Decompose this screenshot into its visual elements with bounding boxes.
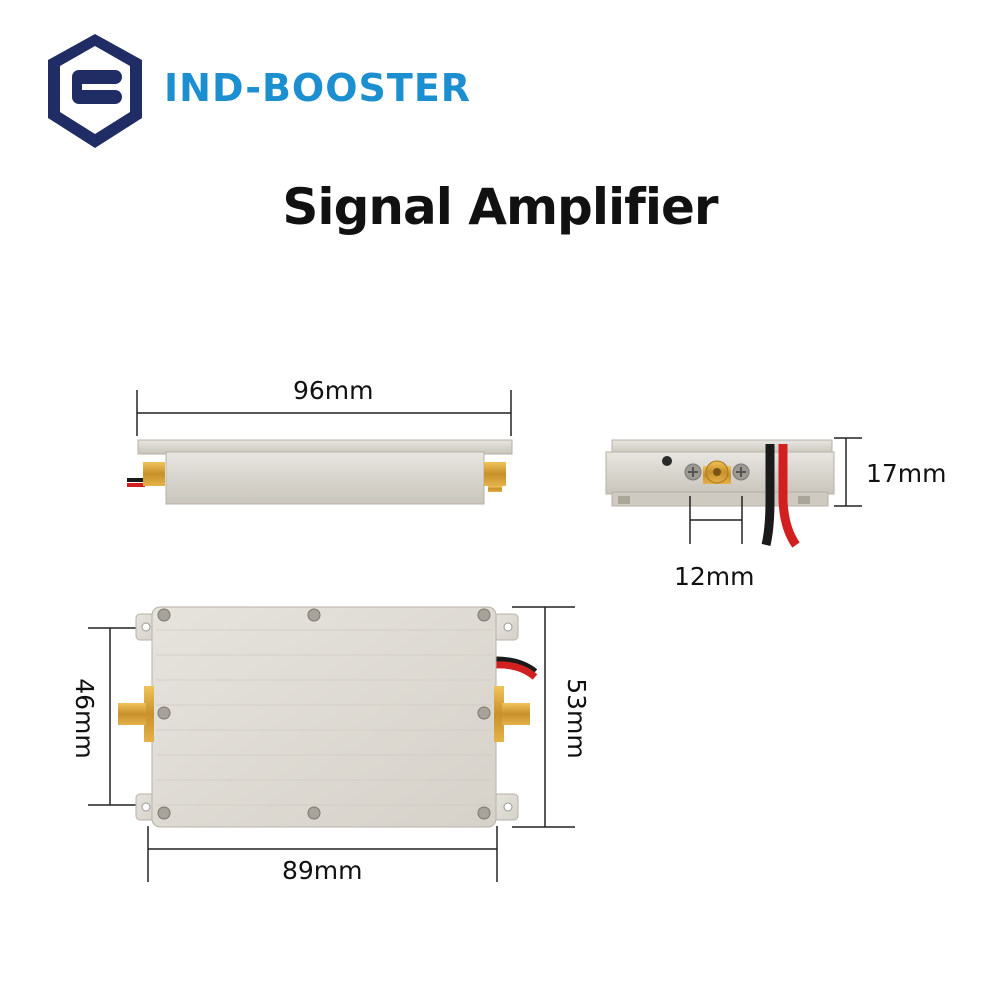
- dim-top-length: 96mm: [293, 376, 374, 405]
- side-view-long: [127, 390, 513, 505]
- dim-body-width: 53mm: [561, 678, 591, 759]
- brand-logo: [48, 34, 142, 148]
- page-title: Signal Amplifier: [282, 178, 718, 236]
- top-view: [88, 606, 575, 882]
- dim-body-length: 89mm: [282, 856, 363, 885]
- dim-mount-width: 46mm: [69, 678, 99, 759]
- brand-name: IND-BOOSTER: [164, 66, 472, 110]
- dim-side-height: 17mm: [866, 459, 947, 488]
- dim-connector-spacing: 12mm: [674, 562, 755, 591]
- end-view: [605, 437, 862, 548]
